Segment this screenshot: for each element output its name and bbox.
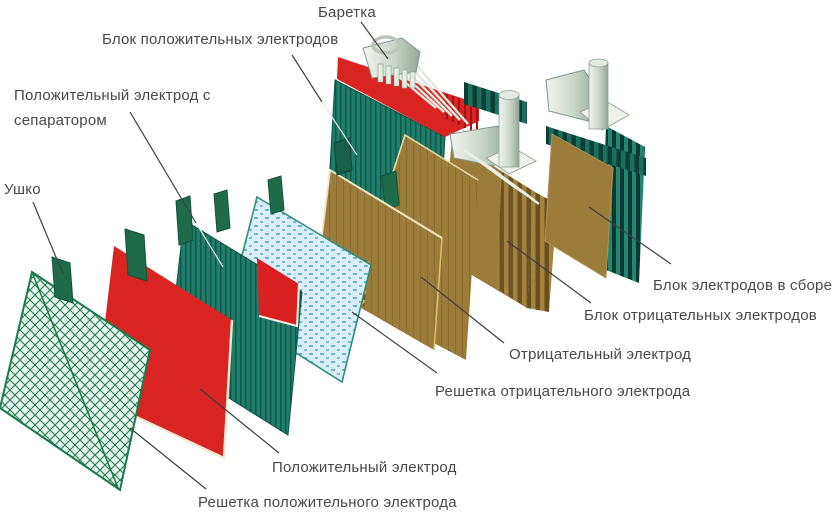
positive-grid-plate (0, 256, 152, 492)
label-neg-block: Блок отрицательных электродов (584, 307, 817, 324)
positive-with-separator-lug (213, 189, 231, 233)
separator-cutaway-showing-red-electrode (257, 258, 299, 326)
leader-assembled (588, 206, 672, 265)
assembled-block-front-plate (544, 133, 614, 279)
leader-pos-sep-light (195, 222, 224, 268)
label-neg-grid: Решетка отрицательного электрода (435, 383, 691, 400)
leader-pos-block (291, 54, 323, 103)
label-assembled: Блок электродов в сборе (653, 277, 833, 294)
assembled-electrode-block (544, 58, 646, 283)
leader-lines-light-segments (195, 101, 358, 268)
assembled-block-terminal-post (579, 58, 630, 131)
positive-electrode-lug (124, 228, 148, 282)
label-pos-block: Блок положительных электродов (102, 31, 339, 48)
separator-sheet-lug (267, 175, 285, 215)
label-ushko: Ушко (4, 181, 41, 198)
negative-electrode-lug (381, 170, 400, 211)
leader-lines (32, 21, 672, 490)
ushko-lug (51, 256, 74, 304)
leader-neg-block (506, 240, 592, 304)
label-pos-sep-line2: сепаратором (14, 112, 107, 129)
label-pos-sep-line1: Положительный электрод с (14, 87, 211, 104)
negative-grid-lug (333, 137, 353, 176)
label-baretka: Баретка (318, 4, 376, 21)
leader-neg-grid (351, 311, 438, 374)
negative-block-terminal-post (484, 90, 538, 175)
separator-corner-tab (175, 195, 194, 246)
leader-pos-grid (129, 427, 207, 490)
leader-ushko (32, 201, 64, 275)
label-pos-grid: Решетка положительного электрода (198, 494, 457, 511)
assembled-block-plate-tops (546, 126, 646, 176)
label-neg-electrode: Отрицательный электрод (509, 346, 692, 363)
negative-block-connector-fingers (463, 149, 540, 205)
label-pos-electrode: Положительный электрод (272, 459, 457, 476)
leader-baretka (360, 21, 389, 60)
leader-neg-electrode (420, 276, 505, 344)
negative-block-side-fins (496, 172, 535, 308)
baretka-connector (362, 35, 421, 89)
leader-pos-block-light (321, 101, 358, 156)
leader-pos-sep (129, 111, 197, 224)
leader-pos-electrode (199, 388, 280, 454)
